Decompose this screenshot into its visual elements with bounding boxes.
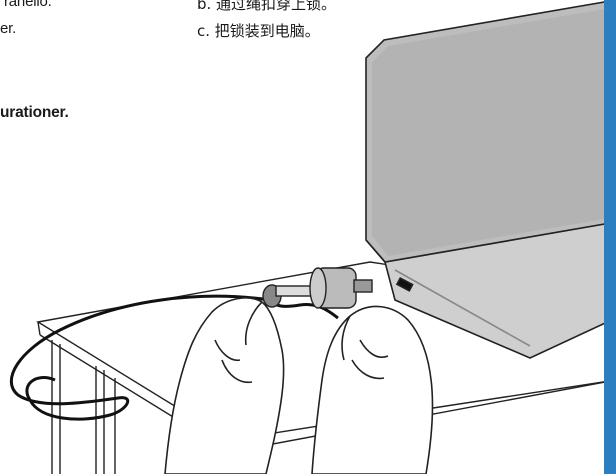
laptop	[365, 0, 616, 359]
left-text-line-1: ranello.	[4, 0, 52, 10]
accent-bar	[604, 0, 616, 474]
hands	[164, 297, 434, 474]
left-text-heading: urationer.	[0, 104, 69, 121]
left-text-line-2: er.	[0, 20, 17, 37]
instruction-step-c: c. 把锁装到电脑。	[197, 22, 320, 40]
instruction-step-b: b. 通过绳扣穿上锁。	[197, 0, 337, 13]
cable-lock	[262, 267, 373, 309]
